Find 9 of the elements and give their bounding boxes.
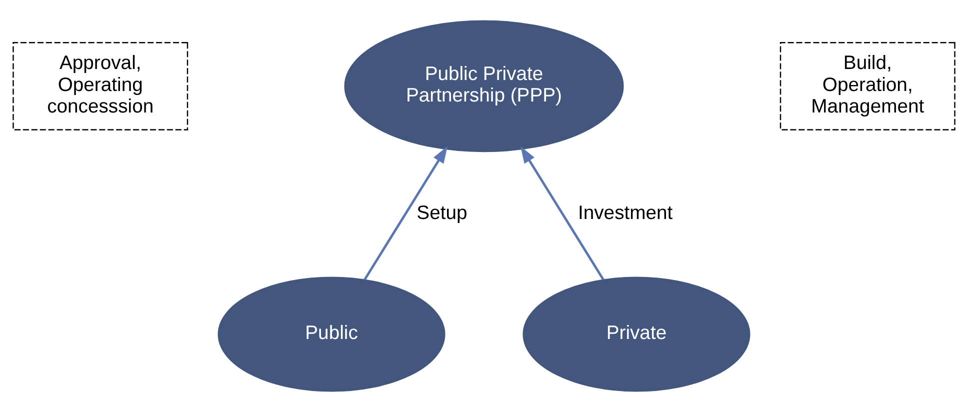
arrow: [364, 146, 448, 280]
node-box: Build, Operation, Management: [780, 42, 956, 130]
node-ellipse: Public: [218, 276, 446, 392]
node-box: Approval, Operating concesssion: [12, 42, 188, 130]
edge-label: Investment: [578, 202, 673, 224]
edge-label: Setup: [416, 202, 468, 224]
node-ellipse: Private: [522, 276, 750, 392]
arrow: [520, 146, 604, 280]
node-ellipse: Public Private Partnership (PPP): [344, 20, 624, 152]
